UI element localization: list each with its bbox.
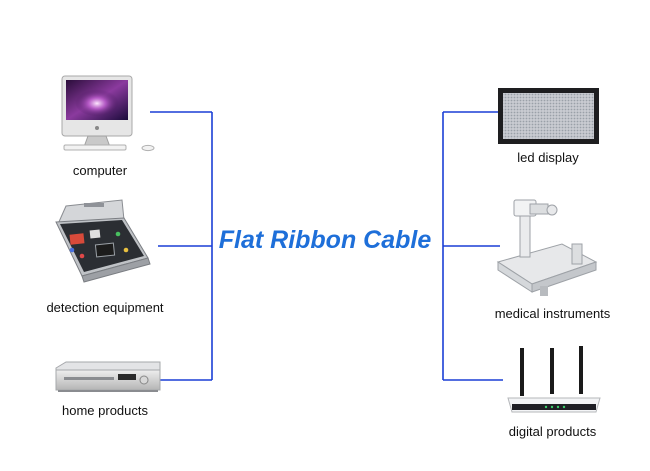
dvd-player-icon (55, 361, 161, 392)
right-connector-lines (442, 111, 503, 381)
label-detection-equipment: detection equipment (46, 300, 164, 315)
computer-icon (61, 75, 155, 152)
diagram-title: Flat Ribbon Cable (218, 226, 432, 254)
wifi-router-icon (507, 346, 601, 413)
label-digital-products: digital products (508, 424, 597, 439)
left-connector-lines (150, 111, 213, 381)
label-computer: computer (72, 163, 128, 178)
label-home-products: home products (62, 403, 148, 418)
led-display-icon (498, 88, 599, 144)
detection-equipment-icon (55, 199, 151, 283)
label-medical-instruments: medical instruments (494, 306, 611, 321)
label-led-display: led display (517, 150, 579, 165)
x-ray-machine-icon (496, 199, 598, 296)
